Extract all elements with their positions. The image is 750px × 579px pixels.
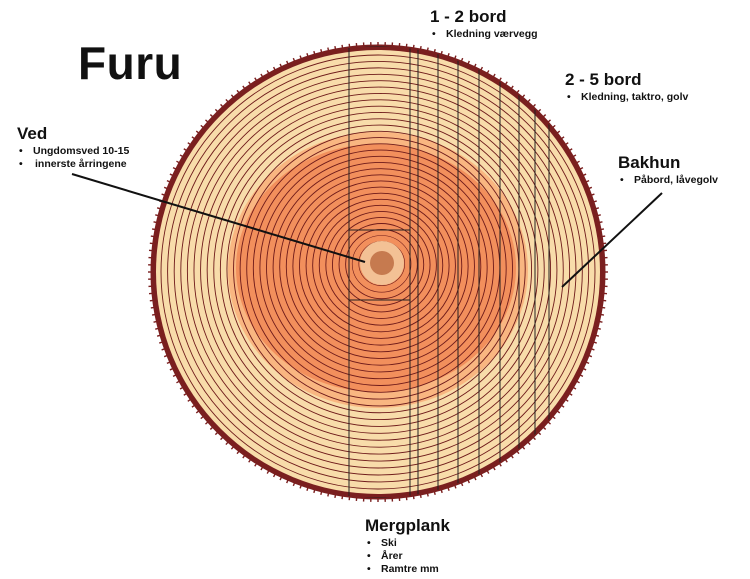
growth-ring [325,210,437,319]
label-items: Kledning, taktro, golv [565,91,688,104]
label-item: Kledning værvegg [430,28,538,41]
growth-ring [167,61,590,483]
growth-ring [252,143,507,393]
growth-ring [292,180,469,353]
pointer-bakhun [561,192,663,288]
growth-ring [279,168,482,366]
label-item: Ungdomsved 10-15 [17,145,129,158]
growth-ring [173,67,583,476]
label-heading: 1 - 2 bord [430,7,507,26]
label-mergplank: Mergplank Ski Årer Ramtre mm [365,516,450,576]
growth-ring [213,105,545,434]
growth-ring [219,112,539,427]
growth-ring [351,235,412,293]
label-items: Påbord, låvegolv [618,174,718,187]
growth-ring [246,137,513,400]
label-heading: Ved [17,124,48,143]
growth-ring [200,93,558,448]
label-heading: Bakhun [618,153,681,172]
label-item: Ski [365,537,450,550]
label-item: Ramtre mm [365,563,450,576]
pointer-ved [71,173,366,263]
growth-ring [285,174,475,359]
growth-ring [206,99,552,441]
pith-block-outline [348,229,411,301]
label-item-continuation: innerste årringene [17,158,129,171]
growth-ring [305,192,456,339]
label-items: Ungdomsved 10-15 innerste årringene [17,145,129,171]
growth-ring [272,162,488,373]
pith [370,251,394,275]
label-items: Ski Årer Ramtre mm [365,537,450,576]
growth-ring [331,217,431,313]
label-bakhun: Bakhun Påbord, låvegolv [618,153,718,187]
label-1-2-bord: 1 - 2 bord Kledning værvegg [430,7,538,41]
growth-rings [160,54,596,490]
growth-ring [186,80,571,462]
label-2-5-bord: 2 - 5 bord Kledning, taktro, golv [565,70,688,104]
label-items: Kledning værvegg [430,28,538,41]
label-ved: Ved Ungdomsved 10-15 innerste årringene [17,124,129,171]
growth-ring [193,86,564,455]
growth-ring [318,204,444,326]
label-item: Kledning, taktro, golv [565,91,688,104]
growth-ring [226,118,533,421]
growth-ring [233,124,526,414]
label-heading: 2 - 5 bord [565,70,642,89]
growth-ring [266,155,494,380]
page-title: Furu [78,37,183,89]
growth-ring [338,223,425,306]
label-item: Årer [365,550,450,563]
label-item: Påbord, låvegolv [618,174,718,187]
label-heading: Mergplank [365,516,451,535]
growth-ring [312,198,450,333]
growth-ring [299,186,463,346]
growth-ring [180,73,577,469]
growth-ring [160,54,596,490]
